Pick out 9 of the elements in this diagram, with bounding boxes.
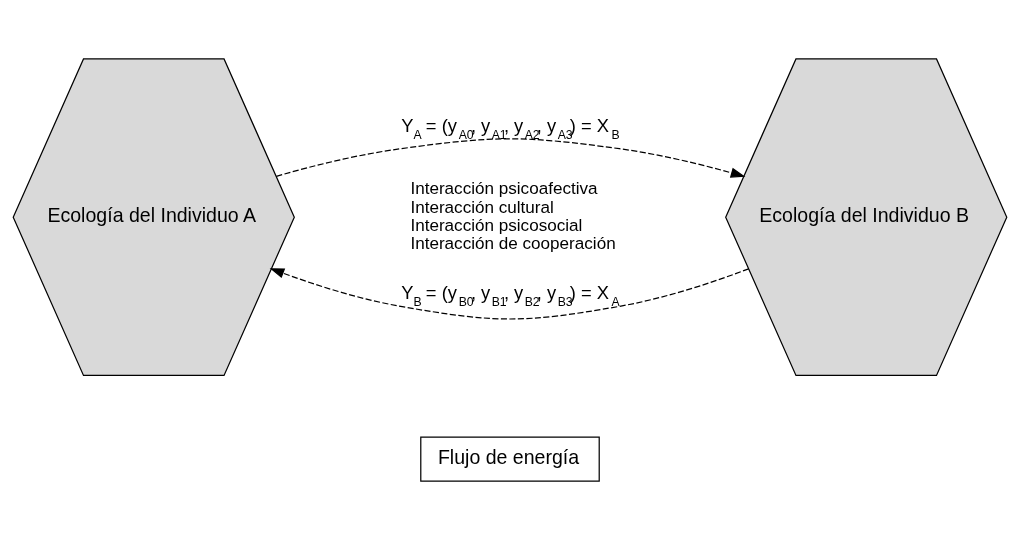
label: Interacción psicosocial — [410, 215, 583, 235]
arrow — [269, 267, 750, 320]
arrow — [275, 137, 746, 178]
label: Interacción psicoafectiva — [410, 178, 598, 198]
edge-label: Y$_{B}$ = (y$_{B0}$, y$_{B1}$, y$_{B2}$, y$_{B3}$) = X$_{A}$ — [401, 281, 620, 309]
node-box: Flujo de energía — [420, 436, 600, 482]
edge-label: Y$_{A}$ = (y$_{A0}$, y$_{A1}$, y$_{A2}$, y$_{A3}$) = X$_{B}$ — [401, 114, 620, 142]
label: Interacción de cooperación — [410, 233, 616, 253]
label: Interacción cultural — [410, 197, 554, 216]
